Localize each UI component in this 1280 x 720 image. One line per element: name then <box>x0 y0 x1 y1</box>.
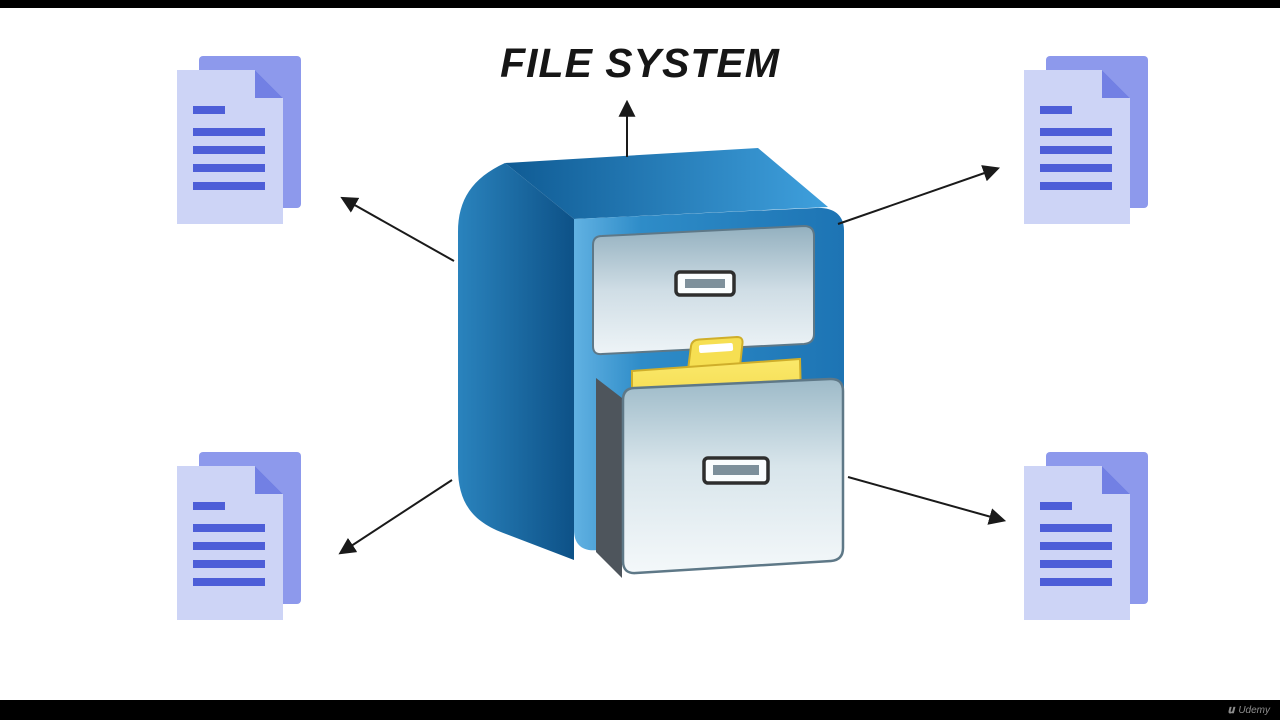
document-icon <box>177 56 301 224</box>
udemy-logo-icon: 𝐮 <box>1227 703 1235 716</box>
arrow-to-bottom-right-document <box>847 476 1007 525</box>
letterbox-top <box>0 0 1280 8</box>
letterbox-bottom: 𝐮 Udemy <box>0 700 1280 720</box>
cabinet-left-side <box>458 163 574 560</box>
document-icon-bottom-left <box>175 452 307 620</box>
document-text-lines <box>1040 502 1112 586</box>
folder-tab-label <box>698 342 734 354</box>
document-text-lines <box>1040 106 1112 190</box>
page-title: FILE SYSTEM <box>500 40 780 86</box>
file-cabinet-illustration <box>458 148 845 578</box>
document-icon <box>177 452 301 620</box>
watermark-text: Udemy <box>1238 704 1270 716</box>
top-drawer-handle-slot <box>685 279 725 288</box>
bottom-drawer-handle-slot <box>713 465 759 475</box>
document-text-lines <box>193 106 265 190</box>
arrow-to-bottom-left-document <box>338 479 453 555</box>
document-text-lines <box>193 502 265 586</box>
cabinet-top-face <box>505 148 828 219</box>
document-icon-top-right <box>1022 56 1154 224</box>
document-fold-corner <box>1102 70 1130 98</box>
document-icon-top-left <box>175 56 307 224</box>
document-fold-corner <box>255 466 283 494</box>
document-icon <box>1024 452 1148 620</box>
document-fold-corner <box>1102 466 1130 494</box>
document-icon <box>1024 56 1148 224</box>
arrow-to-top-left-document <box>340 196 455 262</box>
arrow-to-top-right-document <box>837 165 1001 225</box>
document-fold-corner <box>255 70 283 98</box>
udemy-watermark: 𝐮 Udemy <box>1227 703 1270 716</box>
document-icon-bottom-right <box>1022 452 1154 620</box>
drawer-bay-shadow <box>596 378 622 578</box>
